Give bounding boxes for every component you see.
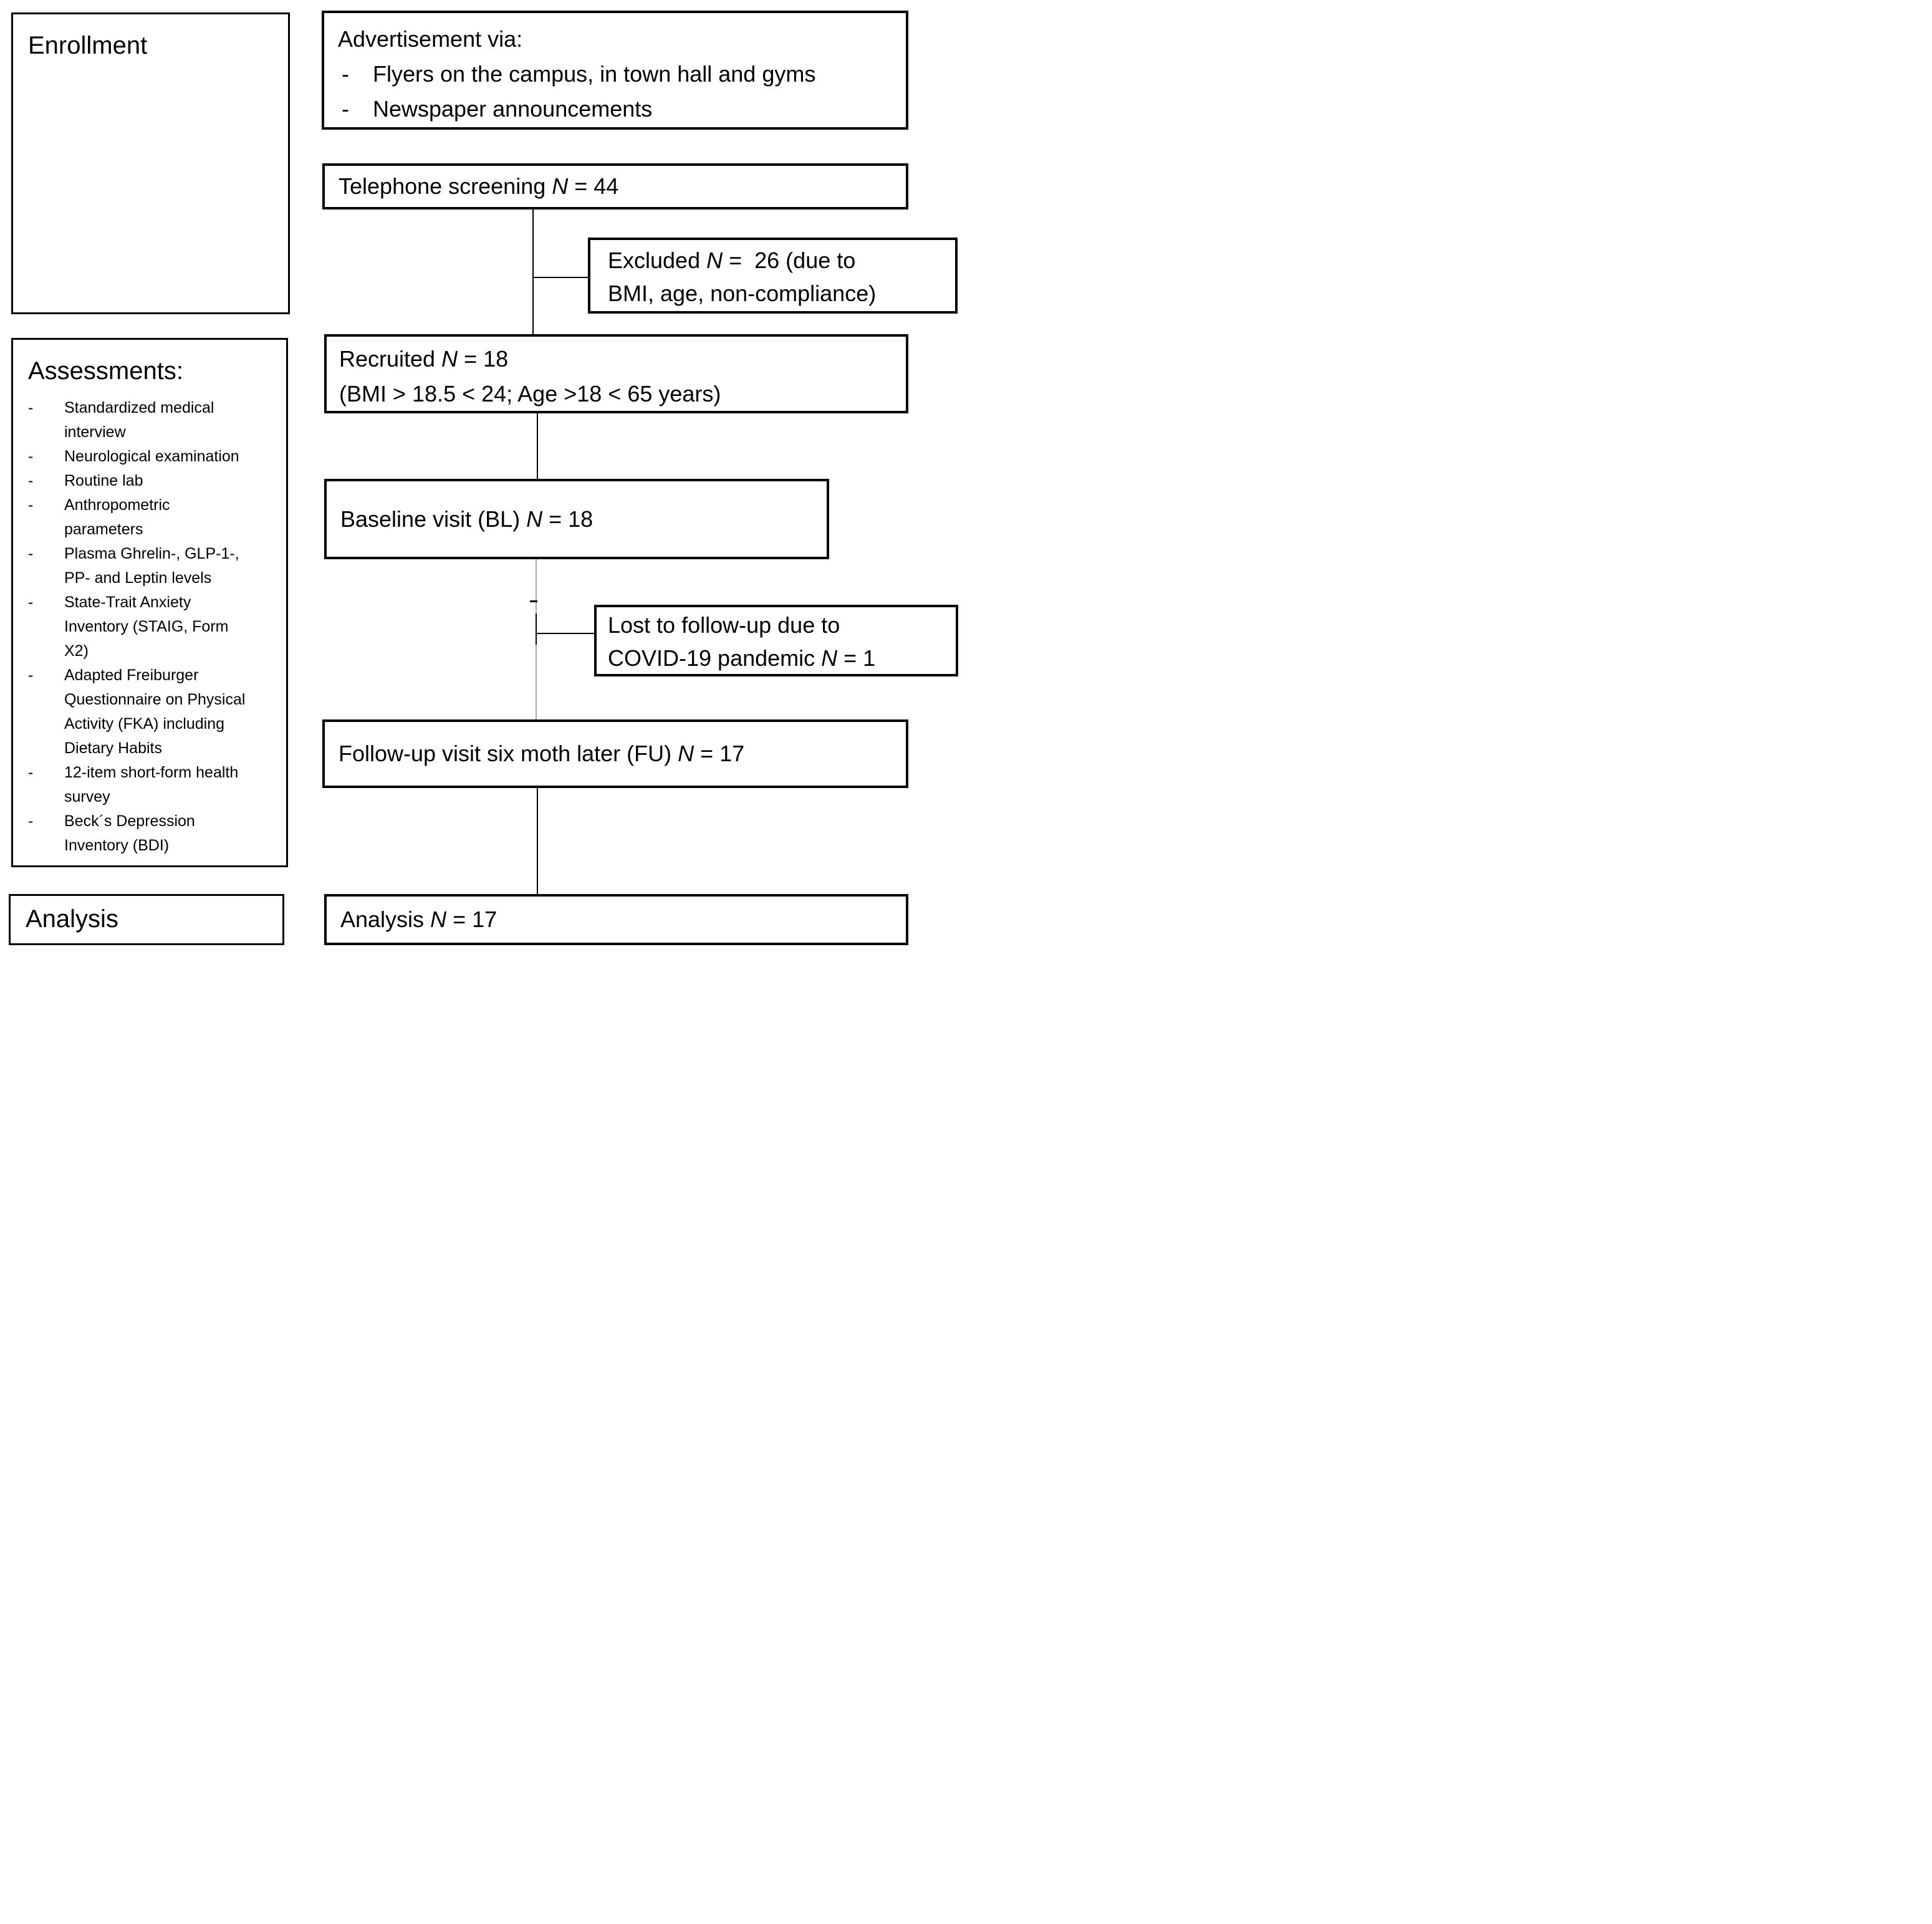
bullet-dash: -	[28, 496, 34, 514]
assessment-item: - Neurological examination	[13, 445, 286, 469]
recruited-text-line: Recruited N = 18	[339, 346, 509, 372]
lost-to-followup-box: Lost to follow-up due to COVID-19 pandem…	[594, 605, 958, 676]
connector-baseline-to-followup-black-segment	[536, 613, 537, 645]
connector-branch-to-lost	[536, 633, 594, 634]
analysis-label-box: Analysis	[9, 894, 284, 945]
lost-text-line: COVID-19 pandemic N = 1	[608, 645, 876, 671]
bullet-dash: -	[28, 666, 34, 684]
advertisement-title: Advertisement via:	[338, 26, 523, 52]
recruited-text-line: (BMI > 18.5 < 24; Age >18 < 65 years)	[339, 381, 721, 406]
followup-visit-text: Follow-up visit six moth later (FU) N = …	[339, 741, 745, 766]
connector-recruited-to-baseline	[537, 413, 538, 479]
telephone-screening-text: Telephone screening N = 44	[339, 173, 619, 199]
analysis-box: Analysis N = 17	[324, 894, 908, 945]
advertisement-bullet: - Newspaper announcements	[338, 92, 901, 127]
advertisement-bullet-text: Flyers on the campus, in town hall and g…	[373, 61, 816, 87]
bullet-dash: -	[28, 764, 34, 781]
assessment-item-text: Neurological examination	[64, 448, 239, 465]
connector-followup-to-analysis	[537, 788, 538, 894]
recruited-box: Recruited N = 18 (BMI > 18.5 < 24; Age >…	[324, 334, 908, 413]
bullet-dash: -	[28, 472, 34, 489]
excluded-text-line: Excluded N = 26 (due to	[608, 248, 856, 273]
enrollment-box: Enrollment	[11, 12, 290, 314]
enrollment-label: Enrollment	[28, 32, 148, 59]
followup-visit-box: Follow-up visit six moth later (FU) N = …	[322, 719, 908, 788]
assessment-item: - Routine lab	[13, 469, 286, 493]
bullet-dash: -	[28, 399, 34, 416]
bullet-dash: -	[28, 448, 34, 465]
lost-text-line: Lost to follow-up due to	[608, 612, 840, 638]
connector-tick-mark	[530, 600, 537, 602]
bullet-dash: -	[342, 96, 349, 122]
bullet-dash: -	[28, 545, 34, 562]
baseline-visit-box: Baseline visit (BL) N = 18	[324, 479, 829, 559]
bullet-dash: -	[28, 812, 34, 830]
analysis-label: Analysis	[26, 905, 118, 933]
bullet-dash: -	[28, 594, 34, 611]
bullet-dash: -	[342, 61, 349, 87]
telephone-screening-box: Telephone screening N = 44	[322, 163, 908, 209]
study-flow-diagram: Enrollment Assessments: - Standardized me…	[0, 0, 966, 962]
excluded-text-line: BMI, age, non-compliance)	[608, 281, 877, 306]
assessment-item-text: Routine lab	[64, 472, 143, 489]
assessments-title: Assessments:	[28, 357, 183, 385]
assessment-item: - Plasma Ghrelin-, GLP-1-,PP- and Leptin …	[13, 542, 286, 590]
connector-telephone-to-recruited	[532, 209, 534, 334]
excluded-box: Excluded N = 26 (due to BMI, age, non-co…	[588, 238, 958, 314]
connector-branch-to-excluded	[534, 277, 588, 278]
analysis-text: Analysis N = 17	[340, 907, 497, 932]
baseline-visit-text: Baseline visit (BL) N = 18	[340, 506, 594, 532]
assessment-item-text: Plasma Ghrelin-, GLP-1-,PP- and Leptin l…	[64, 545, 239, 587]
advertisement-box: Advertisement via: - Flyers on the campu…	[322, 11, 908, 130]
advertisement-bullet-text: Newspaper announcements	[373, 96, 653, 122]
advertisement-bullet: - Flyers on the campus, in town hall and…	[338, 57, 901, 92]
